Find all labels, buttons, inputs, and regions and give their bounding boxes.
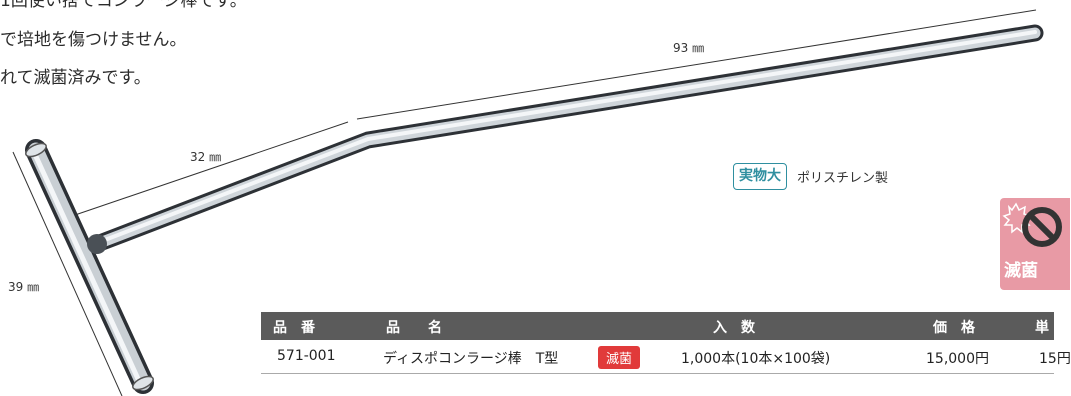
actual-size-badge: 実物大	[733, 163, 787, 190]
sterile-icon-label: 滅菌	[1004, 261, 1038, 281]
cell-product-no: 571-001	[277, 348, 336, 364]
dim-line-long	[356, 9, 1037, 120]
intro-line-3: れて滅菌済みです。	[0, 68, 151, 88]
header-price: 価 格	[933, 320, 975, 336]
product-table: 品 番 品 名 入 数 価 格 単 571-001 ディスポコンラージ棒 T型 …	[261, 312, 1071, 374]
sterile-icon-panel: 滅菌	[1000, 198, 1070, 290]
dim-line-short	[74, 121, 349, 216]
table-row: 571-001 ディスポコンラージ棒 T型 滅菌 1,000本(10本×100袋…	[261, 340, 1071, 374]
spreader-crossbar	[25, 139, 154, 394]
spreader-joint	[87, 234, 107, 254]
no-bacteria-icon	[1002, 202, 1062, 247]
intro-line-2: で培地を傷つけません。	[0, 30, 187, 50]
dim-label-crossbar: 39 ㎜	[8, 280, 40, 294]
dim-line-crossbar	[12, 151, 123, 396]
cell-quantity: 1,000本(10本×100袋)	[681, 351, 831, 367]
spreader-handle	[88, 24, 1044, 253]
actual-size-note: 実物大 ポリスチレン製	[733, 163, 888, 190]
header-product-name: 品 名	[386, 320, 442, 336]
intro-line-1: 1回使い捨てコンラージ棒です。	[0, 0, 247, 11]
cell-unit-price: 15円	[1039, 351, 1071, 367]
cell-product-name: ディスポコンラージ棒 T型	[383, 351, 559, 367]
header-unit-price: 単	[1035, 320, 1049, 336]
table-header: 品 番 品 名 入 数 価 格 単	[261, 312, 1054, 340]
dim-label-short: 32 ㎜	[190, 150, 222, 164]
sterile-badge: 滅菌	[598, 346, 641, 369]
header-quantity: 入 数	[713, 320, 755, 336]
dim-label-long: 93 ㎜	[673, 41, 705, 55]
material-label: ポリスチレン製	[797, 171, 889, 186]
cell-price: 15,000円	[926, 351, 989, 367]
header-product-no: 品 番	[273, 320, 315, 336]
